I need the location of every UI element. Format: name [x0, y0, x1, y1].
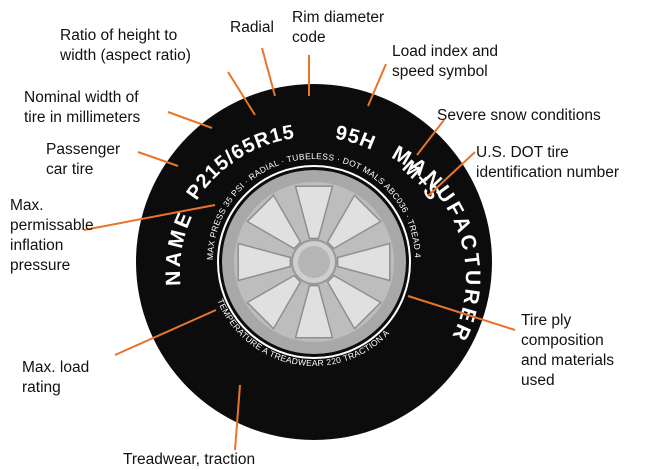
callout-treadwear: Treadwear, traction [123, 451, 256, 468]
hub-center [298, 246, 330, 278]
callout-dot: U.S. DOT tire identification number [476, 144, 620, 181]
leader-aspect-ratio [227, 71, 256, 116]
callout-severe-snow: Severe snow conditions [437, 107, 601, 124]
callout-max-load: Max. load rating [22, 359, 90, 396]
rim-spoke [246, 194, 302, 250]
callout-passenger: Passenger car tire [46, 141, 121, 178]
leader-radial [261, 47, 276, 97]
rim-spoke [326, 194, 382, 250]
rim-spoke [246, 274, 302, 330]
leader-max-inflation [83, 204, 216, 231]
callout-radial: Radial [230, 19, 274, 36]
rim-spoke [294, 284, 334, 339]
leader-dot [427, 151, 476, 197]
leader-nominal-width [167, 111, 213, 129]
leader-ply [407, 295, 516, 331]
rim-spoke [326, 274, 382, 330]
callout-rim-diameter: Rim diameter code [292, 9, 385, 46]
leader-passenger [137, 151, 179, 167]
rim-spoke [237, 242, 292, 282]
callout-nominal-width: Nominal width of tire in millimeters [24, 89, 141, 126]
rim-spoke [294, 185, 334, 240]
leader-load-index [367, 63, 387, 107]
leader-treadwear [234, 384, 241, 451]
rim-spokes [237, 185, 391, 339]
callout-max-inflation: Max. permissable inflation pressure [10, 197, 94, 274]
callout-aspect-ratio: Ratio of height to width (aspect ratio) [60, 27, 191, 64]
leader-max-load [114, 309, 217, 356]
leader-lines [83, 47, 516, 451]
callout-ply: Tire ply composition and materials used [521, 312, 615, 389]
rim-spoke [336, 242, 391, 282]
callout-load-index: Load index and speed symbol [392, 43, 499, 80]
leader-severe-snow [416, 119, 445, 156]
tire-inner-ring [217, 165, 411, 359]
